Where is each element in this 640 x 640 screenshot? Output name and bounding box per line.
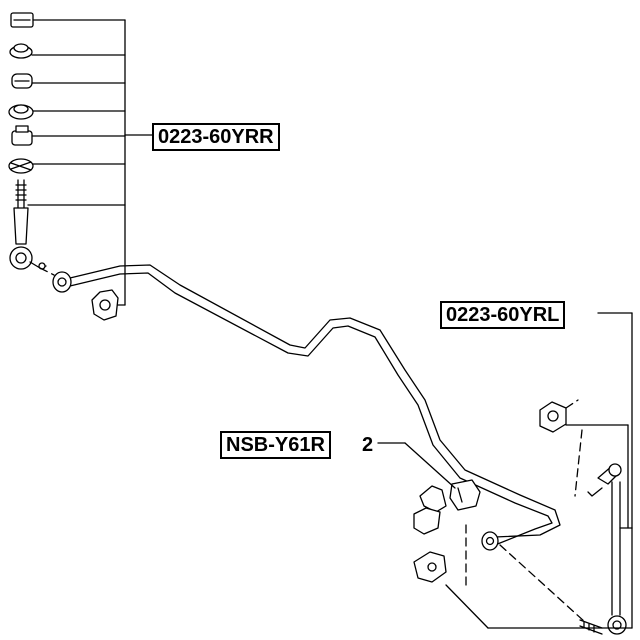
washer-icon: [8, 104, 34, 120]
link-rod-icon: [9, 207, 47, 270]
washer-icon: [9, 43, 33, 59]
stud-icon: [579, 619, 603, 635]
assembly-line: [39, 267, 586, 623]
part-number-label-0223-60yrr: 0223-60YRR: [152, 123, 280, 151]
nut-icon: [8, 158, 34, 174]
nut-icon: [10, 12, 34, 28]
bracket-icon: [413, 551, 447, 583]
bracket-icon: [91, 289, 119, 321]
bracket-icon: [413, 485, 447, 535]
link-rod-icon: [587, 463, 627, 635]
stud-icon: [15, 179, 27, 211]
part-number-label-nsb-y61r: NSB-Y61R: [220, 431, 331, 459]
quantity-label: 2: [362, 434, 374, 456]
bushing-icon: [11, 125, 33, 146]
nut-icon: [539, 401, 567, 433]
part-number-label-0223-60yrl: 0223-60YRL: [440, 301, 566, 329]
callout-bracket: [377, 312, 633, 629]
stabilizer-bar-icon: [52, 264, 561, 551]
callout-bracket: [27, 19, 153, 306]
bushing-icon: [11, 73, 33, 89]
bushing-icon: [449, 479, 481, 511]
